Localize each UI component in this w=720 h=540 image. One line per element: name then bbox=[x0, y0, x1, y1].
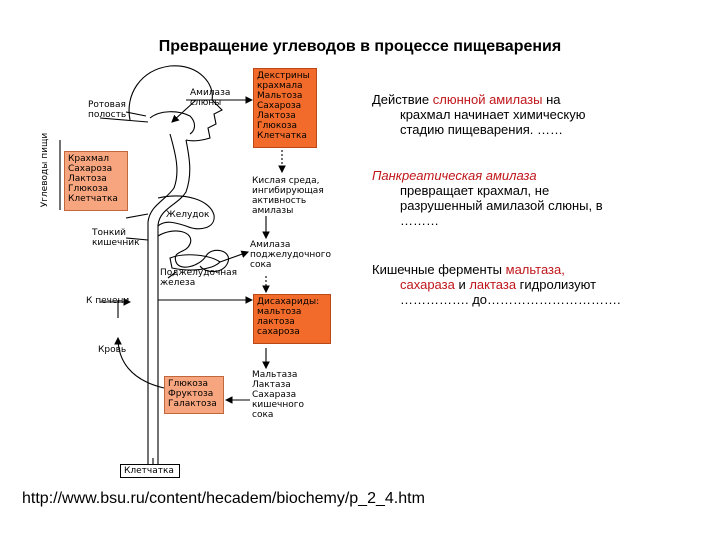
p1-continuation: крахмал начинает химическую стадию пищев… bbox=[400, 107, 586, 137]
paragraph-salivary-amylase: Действие слюнной амилазы на крахмал начи… bbox=[372, 92, 672, 137]
p1-first-line: Действие слюнной амилазы на bbox=[372, 92, 561, 107]
esophagus-outer bbox=[157, 139, 191, 470]
esophagus-inner bbox=[147, 133, 178, 470]
pancreatic-amylase-label: Амилаза поджелудочного сока bbox=[250, 240, 332, 270]
stomach-label: Желудок bbox=[166, 210, 210, 220]
paragraph-pancreatic-amylase: Панкреатическая амилаза превращает крахм… bbox=[372, 168, 672, 228]
post-mouth-carbs-box: Декстрины крахмала Мальтоза Сахароза Лак… bbox=[253, 68, 317, 148]
p3-second-line: сахараза и лактаза гидролизуют bbox=[400, 277, 597, 292]
mouth-cavity bbox=[149, 111, 196, 135]
salivary-amylase-label: Амилаза слюны bbox=[190, 88, 231, 108]
head-outline bbox=[128, 65, 223, 142]
acid-environment-label: Кислая среда, ингибирующая активность ам… bbox=[252, 176, 324, 216]
intestinal-enzymes-label: Мальтаза Лактаза Сахараза кишечного сока bbox=[252, 370, 305, 420]
p3-first-line: Кишечные ферменты мальтаза, bbox=[372, 262, 565, 277]
pancreatic-amylase-term: Панкреатическая амилаза bbox=[372, 168, 537, 183]
stomach-outline bbox=[157, 195, 215, 230]
intestine-loops bbox=[157, 230, 229, 273]
pancreas-label: Поджелудочная железа bbox=[160, 268, 238, 288]
p3-continuation: ……………. до…………………………. bbox=[400, 292, 621, 307]
maltase-term: мальтаза, bbox=[505, 262, 565, 277]
monosaccharides-box: Глюкоза Фруктоза Галактоза bbox=[164, 376, 224, 414]
oral-cavity-label: Ротовая полость bbox=[88, 100, 127, 120]
fiber-box: Клетчатка bbox=[120, 464, 180, 478]
pancreas-outline bbox=[169, 254, 221, 271]
blood-label: Кровь bbox=[98, 345, 127, 355]
small-intestine-label: Тонкий кишечник bbox=[92, 228, 140, 248]
slide-title: Превращение углеводов в процессе пищевар… bbox=[158, 38, 562, 55]
food-carbs-box: Крахмал Сахароза Лактоза Глюкоза Клетчат… bbox=[64, 151, 128, 211]
source-url[interactable]: http://www.bsu.ru/content/hecadem/bioche… bbox=[22, 490, 425, 507]
disaccharides-box: Дисахариды: мальтоза лактоза сахароза bbox=[253, 294, 331, 344]
salivary-amylase-term: слюнной амилазы bbox=[432, 92, 543, 107]
lactase-term: лактаза bbox=[469, 277, 517, 292]
food-carbs-vertical-label: Углеводы пищи bbox=[40, 132, 50, 208]
sucrase-term: сахараза bbox=[400, 277, 455, 292]
to-liver-label: К печени bbox=[86, 296, 130, 306]
paragraph-intestinal-enzymes: Кишечные ферменты мальтаза, сахараза и л… bbox=[372, 262, 672, 307]
p2-continuation: превращает крахмал, не разрушенный амила… bbox=[400, 183, 603, 228]
